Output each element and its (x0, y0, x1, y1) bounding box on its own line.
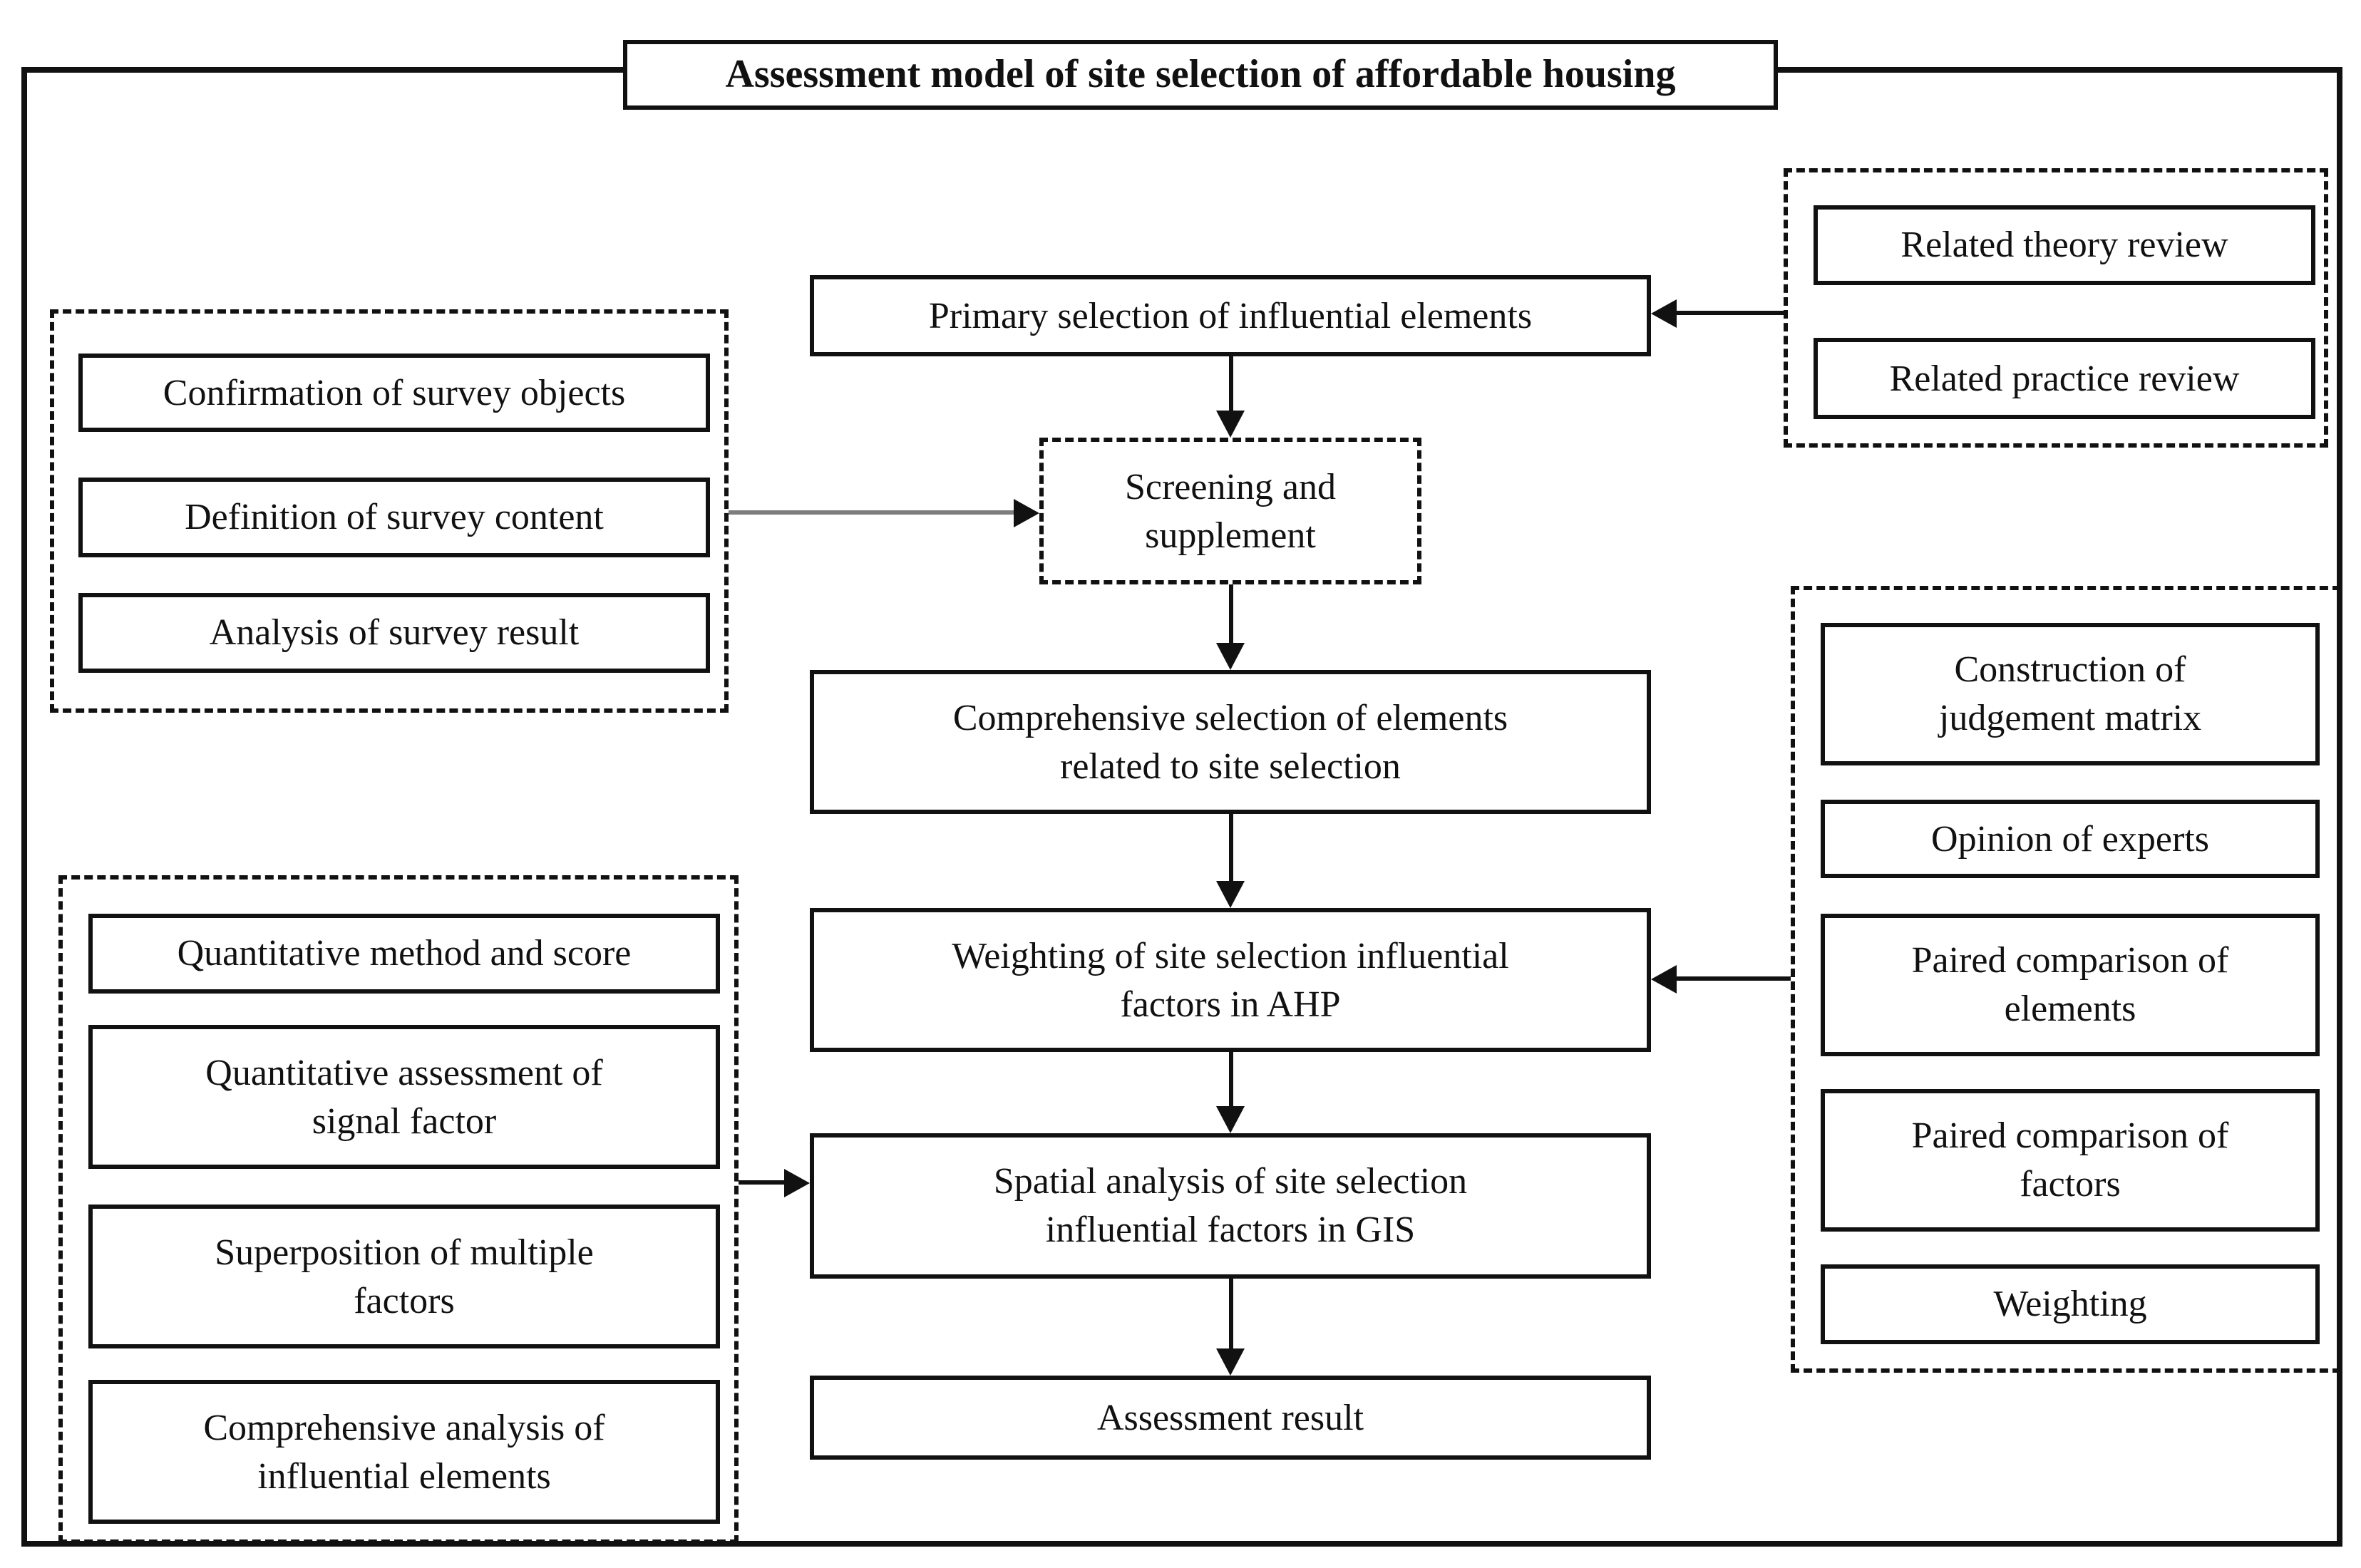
arrow-survey-to-screening-line (729, 510, 1017, 515)
node-screening-supplement: Screening and supplement (1039, 438, 1421, 584)
node-quantitative-method-score: Quantitative method and score (88, 914, 720, 994)
group-literature-review: Related theory review Related practice r… (1784, 168, 2328, 448)
node-construction-judgement-matrix: Construction of judgement matrix (1821, 623, 2320, 765)
arrow-weighting-to-spatial-line (1229, 1052, 1233, 1108)
node-comprehensive-selection: Comprehensive selection of elements rela… (810, 670, 1651, 814)
arrow-ahp-to-weighting-head (1651, 965, 1677, 994)
diagram-title: Assessment model of site selection of af… (623, 40, 1778, 110)
node-related-theory-review: Related theory review (1814, 205, 2315, 285)
arrow-screening-to-comprehensive-line (1229, 584, 1233, 644)
arrow-review-to-primary-head (1651, 299, 1677, 328)
arrow-review-to-primary-line (1677, 311, 1784, 315)
arrow-survey-to-screening-head (1014, 499, 1039, 527)
node-related-practice-review: Related practice review (1814, 338, 2315, 419)
node-opinion-of-experts: Opinion of experts (1821, 800, 2320, 878)
node-superposition-multiple-factors: Superposition of multiple factors (88, 1205, 720, 1348)
arrow-quantitative-to-spatial-head (784, 1169, 810, 1197)
node-quantitative-assessment-signal-factor: Quantitative assessment of signal factor (88, 1025, 720, 1169)
arrow-quantitative-to-spatial-line (739, 1180, 787, 1185)
node-definition-of-survey-content: Definition of survey content (78, 478, 710, 557)
node-analysis-of-survey-result: Analysis of survey result (78, 593, 710, 673)
arrow-weighting-to-spatial-head (1216, 1106, 1245, 1133)
arrow-spatial-to-assessment-line (1229, 1279, 1233, 1350)
node-weighting: Weighting (1821, 1264, 2320, 1344)
arrow-spatial-to-assessment-head (1216, 1348, 1245, 1376)
arrow-comprehensive-to-weighting-head (1216, 881, 1245, 908)
arrow-primary-to-screening-line (1229, 356, 1233, 413)
group-survey: Confirmation of survey objects Definitio… (50, 309, 729, 713)
group-ahp-steps: Construction of judgement matrix Opinion… (1791, 586, 2341, 1373)
node-paired-comparison-elements: Paired comparison of elements (1821, 914, 2320, 1056)
arrow-comprehensive-to-weighting-line (1229, 814, 1233, 882)
node-spatial-analysis-gis: Spatial analysis of site selection influ… (810, 1133, 1651, 1279)
node-weighting-ahp: Weighting of site selection influential … (810, 908, 1651, 1052)
arrow-screening-to-comprehensive-head (1216, 643, 1245, 670)
node-assessment-result: Assessment result (810, 1376, 1651, 1460)
arrow-primary-to-screening-head (1216, 411, 1245, 438)
group-quantitative-analysis: Quantitative method and score Quantitati… (58, 875, 739, 1544)
node-paired-comparison-factors: Paired comparison of factors (1821, 1089, 2320, 1232)
arrow-ahp-to-weighting-line (1677, 976, 1791, 981)
node-comprehensive-analysis-influential-elements: Comprehensive analysis of influential el… (88, 1380, 720, 1524)
node-primary-selection: Primary selection of influential element… (810, 275, 1651, 356)
node-confirmation-of-survey-objects: Confirmation of survey objects (78, 354, 710, 432)
